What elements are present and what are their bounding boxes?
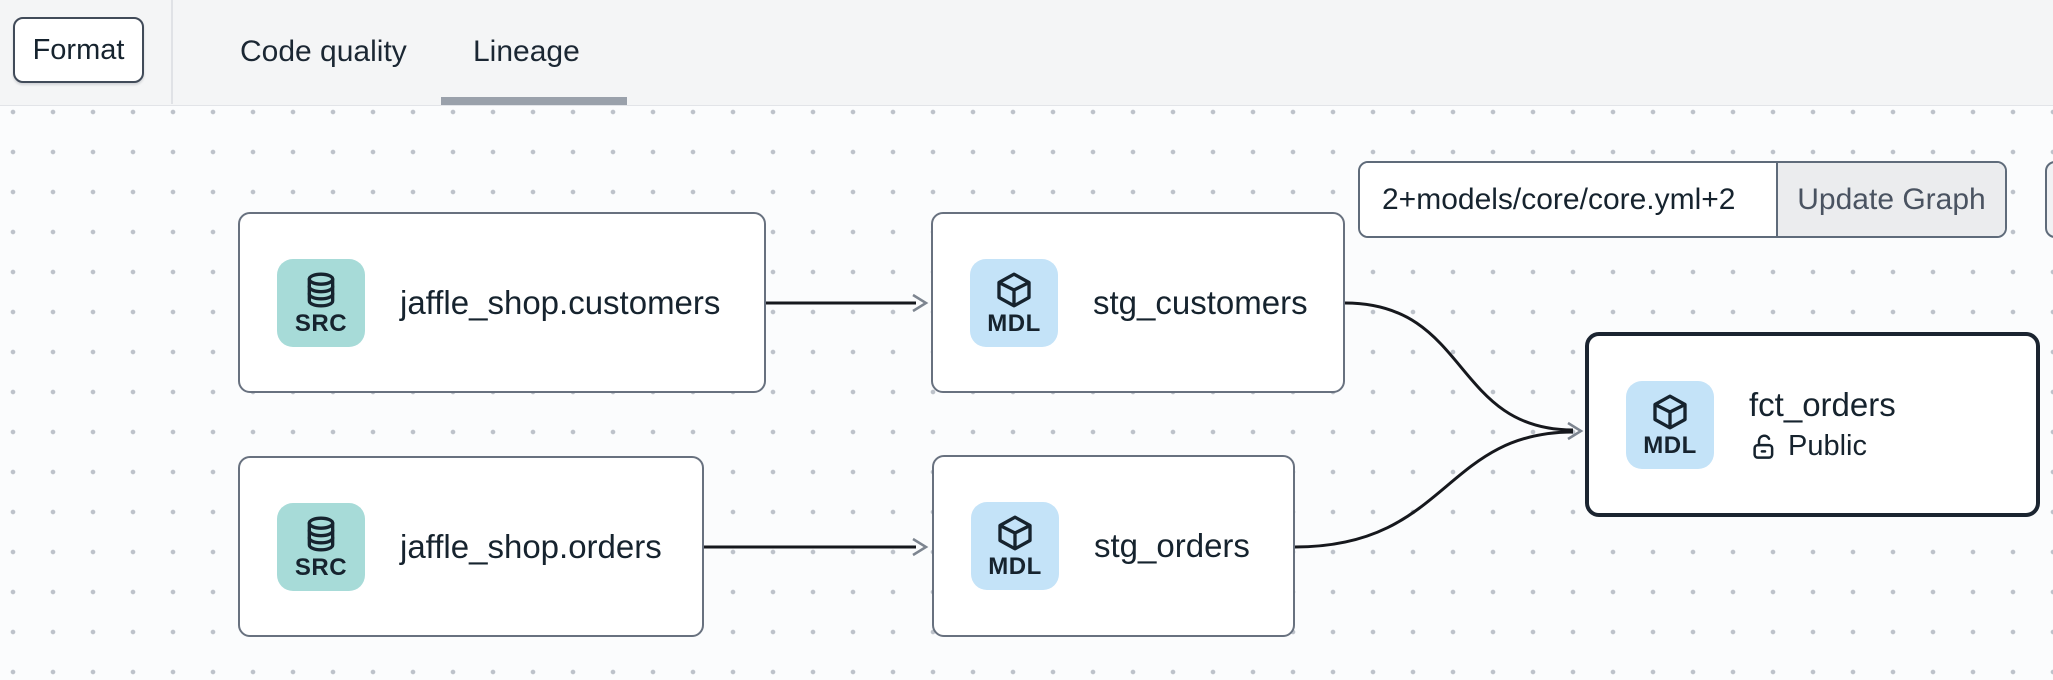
source-badge: SRC <box>277 502 365 591</box>
badge-label: MDL <box>1643 431 1697 459</box>
active-tab-indicator <box>441 97 627 105</box>
badge-label: MDL <box>988 553 1042 580</box>
lock-open-icon <box>1753 434 1774 459</box>
database-icon <box>307 272 335 308</box>
node-title: fct_orders <box>1749 386 1896 423</box>
node-title: jaffle_shop.orders <box>400 527 662 565</box>
node-stg-orders[interactable]: MDL stg_orders <box>932 455 1295 637</box>
badge-label: MDL <box>987 309 1041 337</box>
selector-input[interactable] <box>1360 163 1776 236</box>
format-button[interactable]: Format <box>13 17 144 83</box>
node-jaffle-shop-orders[interactable]: SRC jaffle_shop.orders <box>238 456 704 637</box>
toolbar: Format Code quality Lineage <box>0 0 2053 106</box>
node-fct-orders[interactable]: MDL fct_orders Public <box>1585 332 2040 517</box>
source-badge: SRC <box>277 258 365 347</box>
tab-lineage[interactable]: Lineage <box>473 35 580 68</box>
model-badge: MDL <box>1626 380 1714 469</box>
update-graph-button[interactable]: Update Graph <box>1776 163 2005 236</box>
node-stg-customers[interactable]: MDL stg_customers <box>931 212 1345 393</box>
node-access: Public <box>1749 430 1896 463</box>
model-badge: MDL <box>970 258 1058 347</box>
cube-icon <box>1653 394 1687 429</box>
badge-label: SRC <box>294 309 348 337</box>
access-label: Public <box>1788 430 1867 462</box>
graph-selector-group: Update Graph <box>1358 161 2007 238</box>
node-text: fct_orders Public <box>1749 386 1896 463</box>
node-title: stg_orders <box>1094 527 1250 564</box>
node-jaffle-shop-customers[interactable]: SRC jaffle_shop.customers <box>238 212 766 393</box>
model-badge: MDL <box>971 502 1059 590</box>
tab-code-quality[interactable]: Code quality <box>240 35 407 68</box>
node-title: stg_customers <box>1093 283 1308 321</box>
database-icon <box>307 516 335 552</box>
badge-label: SRC <box>294 553 348 581</box>
cube-icon <box>997 272 1031 307</box>
toolbar-divider <box>171 0 173 104</box>
node-title: jaffle_shop.customers <box>400 283 721 321</box>
clipped-right-button[interactable] <box>2045 161 2053 238</box>
cube-icon <box>998 515 1032 551</box>
